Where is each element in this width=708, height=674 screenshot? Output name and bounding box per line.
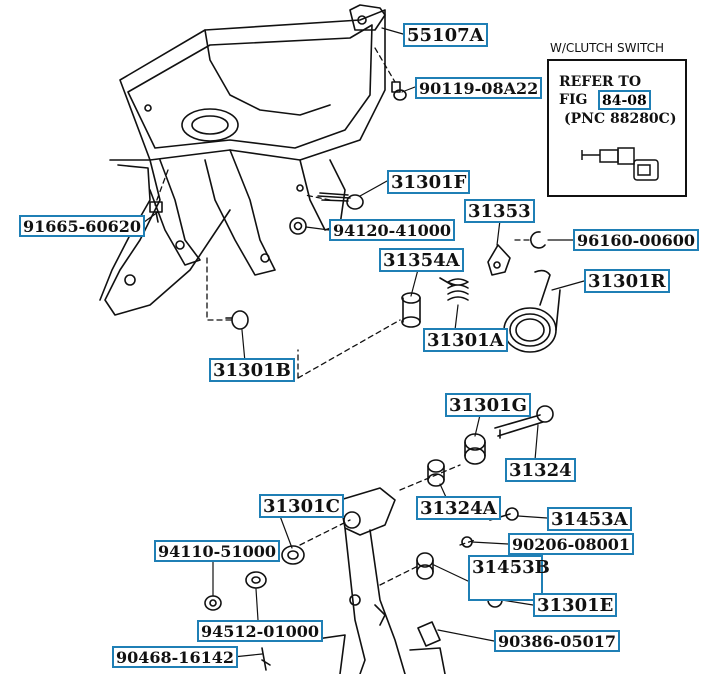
clutch-switch-inset (547, 59, 687, 197)
part-label-31453b[interactable]: 31453B (468, 555, 550, 601)
part-label-31453a[interactable]: 31453A (547, 507, 632, 531)
inset-pnc-text: (PNC 88280C) (564, 111, 677, 127)
part-label-31301a[interactable]: 31301A (423, 328, 508, 352)
fig-ref-link[interactable]: 84-08 (598, 90, 651, 110)
part-label-90468-16142[interactable]: 90468-16142 (112, 646, 238, 668)
bolt-31301f (317, 192, 364, 210)
nut-94120 (289, 217, 307, 235)
ring-96160 (530, 231, 546, 249)
part-label-90206-08001[interactable]: 90206-08001 (508, 533, 634, 555)
part-label-31353[interactable]: 31353 (464, 199, 535, 223)
part-label-31301e[interactable]: 31301E (533, 593, 618, 617)
part-label-31301c[interactable]: 31301C (259, 494, 344, 518)
pin-90468 (261, 647, 271, 671)
part-label-55107a[interactable]: 55107A (403, 23, 488, 47)
part-label-31354a[interactable]: 31354A (379, 248, 464, 272)
part-label-90119-08a22[interactable]: 90119-08A22 (415, 77, 543, 99)
part-label-96160-00600[interactable]: 96160-00600 (573, 229, 699, 251)
clip-31353 (487, 244, 511, 276)
part-label-31324a[interactable]: 31324A (416, 496, 501, 520)
inset-refer-text: REFER TO (559, 74, 642, 90)
inset-fig-text: FIG (559, 92, 588, 108)
spring-31301a (439, 277, 469, 301)
part-label-90386-05017[interactable]: 90386-05017 (494, 630, 620, 652)
part-label-94512-01000[interactable]: 94512-01000 (197, 620, 323, 642)
pedal-bracket (99, 4, 386, 316)
bushing-31354a (401, 292, 421, 328)
part-label-31301f[interactable]: 31301F (387, 170, 471, 194)
bushing-31301c (281, 545, 305, 565)
inset-title: W/CLUTCH SWITCH (550, 41, 665, 55)
clutch-switch-drawing (581, 147, 659, 181)
bolt-90119 (391, 81, 407, 101)
part-label-94120-41000[interactable]: 94120-41000 (329, 219, 455, 241)
part-label-31301b[interactable]: 31301B (209, 358, 295, 382)
stop-31301b (225, 310, 249, 330)
part-label-31301r[interactable]: 31301R (584, 269, 670, 293)
bushing-31301g (464, 433, 486, 465)
part-label-31324[interactable]: 31324 (505, 458, 576, 482)
bolt-31324 (494, 405, 554, 439)
clip-90386 (417, 621, 441, 647)
part-label-94110-51000[interactable]: 94110-51000 (154, 540, 280, 562)
washer-94512 (245, 571, 267, 589)
part-label-31301g[interactable]: 31301G (445, 393, 531, 417)
brake-pedal-arm (309, 487, 446, 674)
nut-94110 (204, 595, 222, 611)
spring-31301r (503, 269, 561, 353)
collar-31453b (416, 552, 434, 580)
collar-31324a (427, 459, 445, 487)
part-label-91665-60620[interactable]: 91665-60620 (19, 215, 145, 237)
